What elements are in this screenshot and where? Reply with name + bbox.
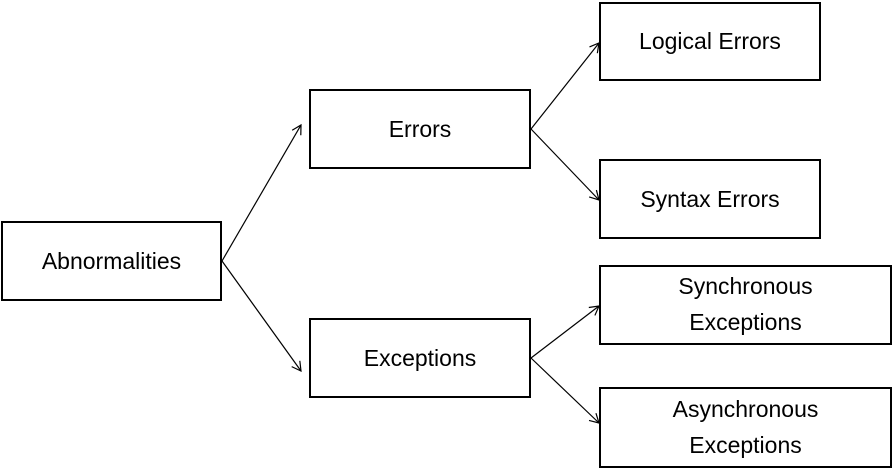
node-abnormalities: Abnormalities xyxy=(1,221,222,301)
edge-root-to-errors xyxy=(221,123,302,262)
node-label-line-1: Asynchronous xyxy=(672,395,819,422)
edge-exceptions-to-synchronous-exceptions xyxy=(530,305,600,359)
edge-root-to-exceptions xyxy=(221,260,302,373)
node-label: Logical Errors xyxy=(639,28,781,55)
node-label-line-1: Synchronous xyxy=(678,273,813,300)
node-label: Abnormalities xyxy=(41,247,182,274)
node-label: Syntax Errors xyxy=(640,185,780,212)
edge-errors-to-logical-errors xyxy=(530,42,600,130)
node-label: Exceptions xyxy=(363,344,477,371)
node-errors: Errors xyxy=(309,89,531,169)
node-exceptions: Exceptions xyxy=(309,318,531,398)
node-label: Errors xyxy=(388,115,452,142)
node-label-line-2: Exceptions xyxy=(689,431,802,458)
node-synchronous-exceptions: Synchronous Exceptions xyxy=(599,265,892,345)
node-logical-errors: Logical Errors xyxy=(599,2,821,81)
node-syntax-errors: Syntax Errors xyxy=(599,159,821,239)
edge-errors-to-syntax-errors xyxy=(530,128,600,201)
edge-exceptions-to-asynchronous-exceptions xyxy=(530,357,600,424)
node-label-line-2: Exceptions xyxy=(689,309,802,335)
node-asynchronous-exceptions: Asynchronous Exceptions xyxy=(599,387,892,468)
